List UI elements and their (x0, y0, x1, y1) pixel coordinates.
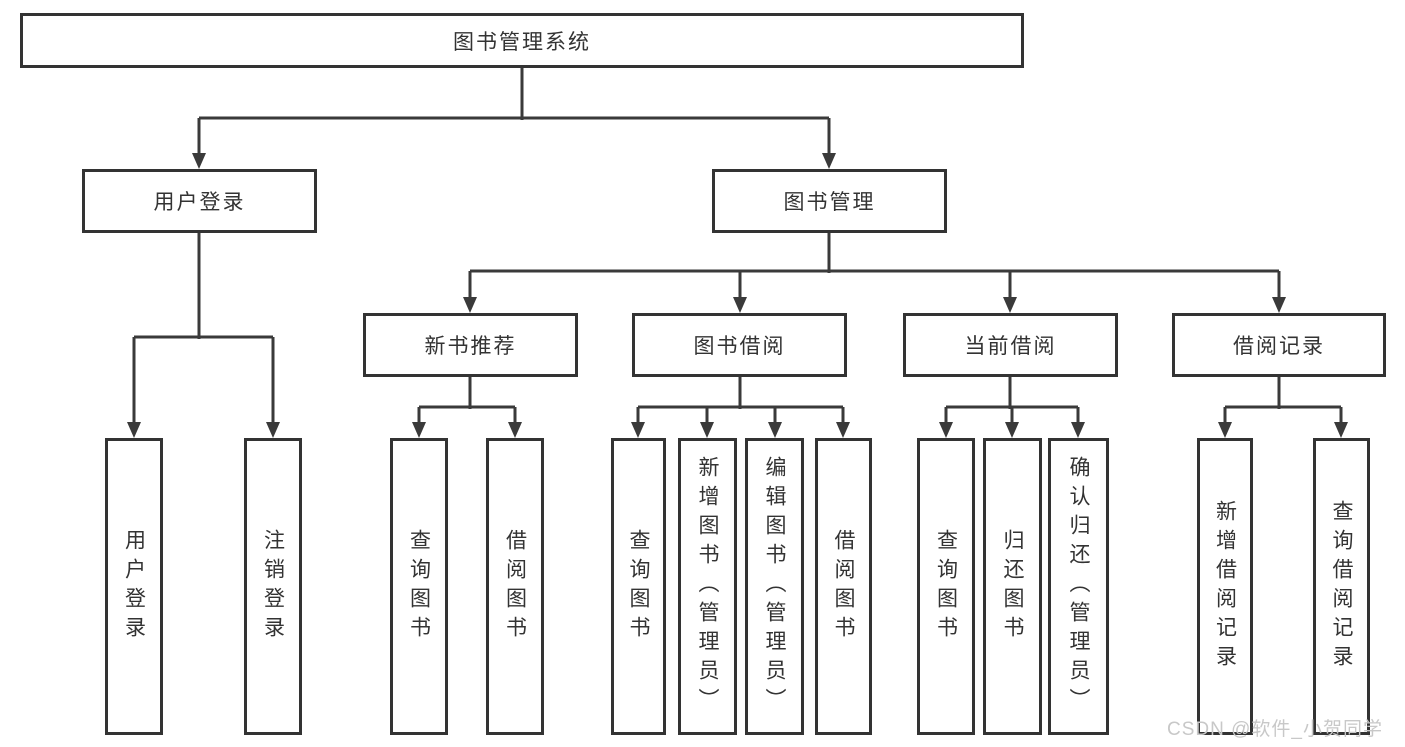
leaf-add-borrow-record: 新增借阅记录 (1197, 438, 1253, 735)
leaf-logout: 注销登录 (244, 438, 302, 735)
leaf-add-books-label: 新增图书（管理员） (696, 456, 719, 717)
connector-current-borrow (944, 377, 1080, 425)
arrow-down-icon (266, 422, 280, 438)
connector-borrow-records (1223, 377, 1343, 425)
arrow-down-icon (700, 422, 714, 438)
node-new-book-rec-label: 新书推荐 (424, 335, 517, 358)
arrow-down-icon (1003, 297, 1017, 313)
connector-new-book-rec (417, 377, 517, 425)
watermark: CSDN @软件_小贺同学 (1167, 719, 1383, 740)
arrow-down-icon (127, 422, 141, 438)
connector-user-login (132, 233, 275, 425)
node-borrow-records: 借阅记录 (1172, 313, 1386, 377)
leaf-query-books-borrow: 查询图书 (611, 438, 666, 735)
node-book-mgmt-label: 图书管理 (783, 191, 876, 214)
node-borrow-records-label: 借阅记录 (1233, 335, 1325, 358)
leaf-query-books-rec-label: 查询图书 (407, 528, 431, 645)
node-book-borrow: 图书借阅 (632, 313, 847, 377)
leaf-return-books-label: 归还图书 (1001, 528, 1024, 645)
leaf-user-login-label: 用户登录 (122, 528, 146, 645)
node-root: 图书管理系统 (20, 13, 1024, 68)
leaf-user-login: 用户登录 (105, 438, 163, 735)
arrow-down-icon (768, 422, 782, 438)
arrow-down-icon (733, 297, 747, 313)
leaf-query-books-rec: 查询图书 (390, 438, 448, 735)
arrow-down-icon (822, 153, 836, 169)
leaf-confirm-return-label: 确认归还（管理员） (1067, 456, 1090, 717)
arrow-down-icon (508, 422, 522, 438)
leaf-edit-books-label: 编辑图书（管理员） (763, 456, 786, 717)
leaf-borrow-books-rec-label: 借阅图书 (503, 528, 527, 645)
arrow-down-icon (1334, 422, 1348, 438)
leaf-return-books: 归还图书 (983, 438, 1042, 735)
connector-root (197, 68, 831, 156)
leaf-add-books: 新增图书（管理员） (678, 438, 737, 735)
leaf-query-borrow-record-label: 查询借阅记录 (1330, 499, 1353, 674)
leaf-query-books-current: 查询图书 (917, 438, 975, 735)
arrow-down-icon (463, 297, 477, 313)
node-book-borrow-label: 图书借阅 (693, 335, 786, 358)
leaf-query-borrow-record: 查询借阅记录 (1313, 438, 1370, 735)
arrow-down-icon (192, 153, 206, 169)
leaf-borrow-books-rec: 借阅图书 (486, 438, 544, 735)
arrow-down-icon (412, 422, 426, 438)
node-user-login: 用户登录 (82, 169, 317, 233)
leaf-logout-label: 注销登录 (261, 528, 285, 645)
connector-book-mgmt (468, 233, 1281, 300)
leaf-query-books-borrow-label: 查询图书 (627, 528, 650, 645)
node-current-borrow-label: 当前借阅 (964, 335, 1057, 358)
arrow-down-icon (836, 422, 850, 438)
connector-book-borrow (636, 377, 845, 425)
arrow-down-icon (1005, 422, 1019, 438)
arrow-down-icon (1272, 297, 1286, 313)
arrow-down-icon (1218, 422, 1232, 438)
arrow-down-icon (939, 422, 953, 438)
node-root-label: 图书管理系统 (453, 30, 591, 54)
leaf-borrow-books-borrow-label: 借阅图书 (832, 528, 855, 645)
arrow-down-icon (1071, 422, 1085, 438)
node-user-login-label: 用户登录 (153, 191, 246, 214)
leaf-borrow-books-borrow: 借阅图书 (815, 438, 872, 735)
node-new-book-rec: 新书推荐 (363, 313, 578, 377)
leaf-add-borrow-record-label: 新增借阅记录 (1213, 499, 1237, 674)
node-current-borrow: 当前借阅 (903, 313, 1118, 377)
leaf-query-books-current-label: 查询图书 (934, 528, 958, 645)
node-book-mgmt: 图书管理 (712, 169, 947, 233)
arrow-down-icon (631, 422, 645, 438)
leaf-edit-books: 编辑图书（管理员） (745, 438, 804, 735)
leaf-confirm-return: 确认归还（管理员） (1048, 438, 1109, 735)
